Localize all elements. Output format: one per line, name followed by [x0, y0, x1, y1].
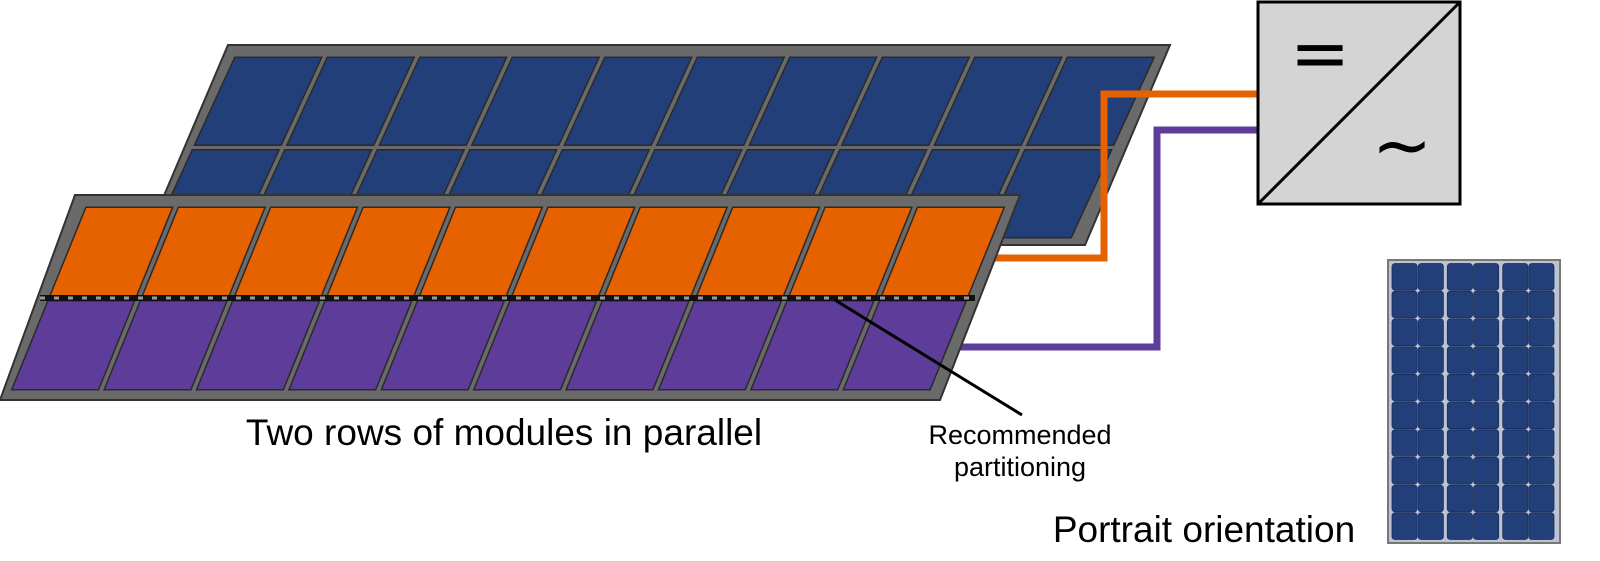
portrait-cell	[1502, 484, 1529, 513]
front-array-cells	[10, 206, 1006, 391]
portrait-cell	[1473, 318, 1500, 346]
portrait-cell	[1446, 484, 1473, 513]
portrait-cell	[1391, 429, 1418, 457]
portrait-cell	[1391, 373, 1418, 402]
portrait-cell	[1502, 429, 1529, 457]
portrait-cell	[1528, 401, 1555, 430]
portrait-cell	[1391, 318, 1418, 346]
portrait-cell	[1417, 346, 1444, 374]
back-module	[193, 56, 323, 147]
portrait-cell	[1473, 484, 1500, 513]
portrait-cell	[1446, 318, 1473, 346]
portrait-cell	[1528, 373, 1555, 402]
back-module	[285, 56, 416, 147]
portrait-cell	[1391, 484, 1418, 513]
rows-caption: Two rows of modules in parallel	[246, 412, 762, 453]
inverter-icon: = ~	[1256, 0, 1462, 206]
back-module	[655, 56, 786, 147]
portrait-cell	[1446, 429, 1473, 457]
portrait-cell	[1528, 318, 1555, 346]
ac-symbol: ~	[1372, 103, 1432, 187]
portrait-cell	[1473, 290, 1500, 319]
back-module	[933, 56, 1063, 147]
portrait-cell	[1391, 290, 1418, 319]
portrait-cell	[1446, 346, 1473, 374]
portrait-cell	[1502, 290, 1529, 319]
purple-wire	[955, 126, 1258, 351]
portrait-cell	[1528, 512, 1555, 540]
portrait-cell	[1473, 456, 1500, 485]
portrait-cell	[1502, 346, 1529, 374]
orange-wire	[985, 90, 1258, 262]
portrait-cell	[1417, 290, 1444, 319]
portrait-cell	[1502, 263, 1529, 291]
solar-module-icon	[1387, 259, 1561, 544]
back-module	[470, 56, 601, 147]
portrait-cell	[1417, 429, 1444, 457]
portrait-cell	[1502, 318, 1529, 346]
front-array	[0, 194, 1022, 401]
portrait-cell	[1528, 346, 1555, 374]
back-module	[840, 56, 971, 147]
portrait-cell	[1391, 456, 1418, 485]
back-module	[748, 56, 878, 147]
portrait-cell	[1446, 290, 1473, 319]
portrait-cell	[1528, 290, 1555, 319]
back-module	[1025, 56, 1156, 147]
portrait-cell	[1528, 456, 1555, 485]
portrait-cell	[1417, 484, 1444, 513]
portrait-cell	[1391, 401, 1418, 430]
portrait-cell	[1417, 456, 1444, 485]
portrait-cell	[1391, 512, 1418, 540]
portrait-cell	[1417, 263, 1444, 291]
portrait-module-cells	[1391, 263, 1555, 540]
portrait-cell	[1446, 456, 1473, 485]
portrait-cell	[1417, 318, 1444, 346]
portrait-cell	[1473, 512, 1500, 540]
portrait-cell	[1473, 346, 1500, 374]
portrait-cell	[1417, 512, 1444, 540]
partition-label-line1: Recommended	[928, 420, 1111, 450]
portrait-cell	[1417, 373, 1444, 402]
portrait-cell	[1528, 484, 1555, 513]
back-module	[563, 56, 693, 147]
portrait-cell	[1473, 401, 1500, 430]
partition-pointer	[834, 298, 1023, 417]
portrait-cell	[1502, 373, 1529, 402]
portrait-cell	[1446, 263, 1473, 291]
portrait-cell	[1473, 263, 1500, 291]
portrait-cell	[1528, 429, 1555, 457]
portrait-cell	[1473, 429, 1500, 457]
dc-symbol: =	[1290, 11, 1350, 95]
partition-label-line2: partitioning	[954, 452, 1086, 482]
back-module	[378, 56, 508, 147]
portrait-cell	[1391, 263, 1418, 291]
portrait-cell	[1446, 373, 1473, 402]
portrait-cell	[1502, 456, 1529, 485]
portrait-cell	[1502, 401, 1529, 430]
portrait-cell	[1502, 512, 1529, 540]
portrait-cell	[1473, 373, 1500, 402]
portrait-cell	[1446, 512, 1473, 540]
portrait-cell	[1528, 263, 1555, 291]
portrait-cell	[1417, 401, 1444, 430]
portrait-cell	[1446, 401, 1473, 430]
orientation-caption: Portrait orientation	[1053, 509, 1355, 550]
portrait-cell	[1391, 346, 1418, 374]
